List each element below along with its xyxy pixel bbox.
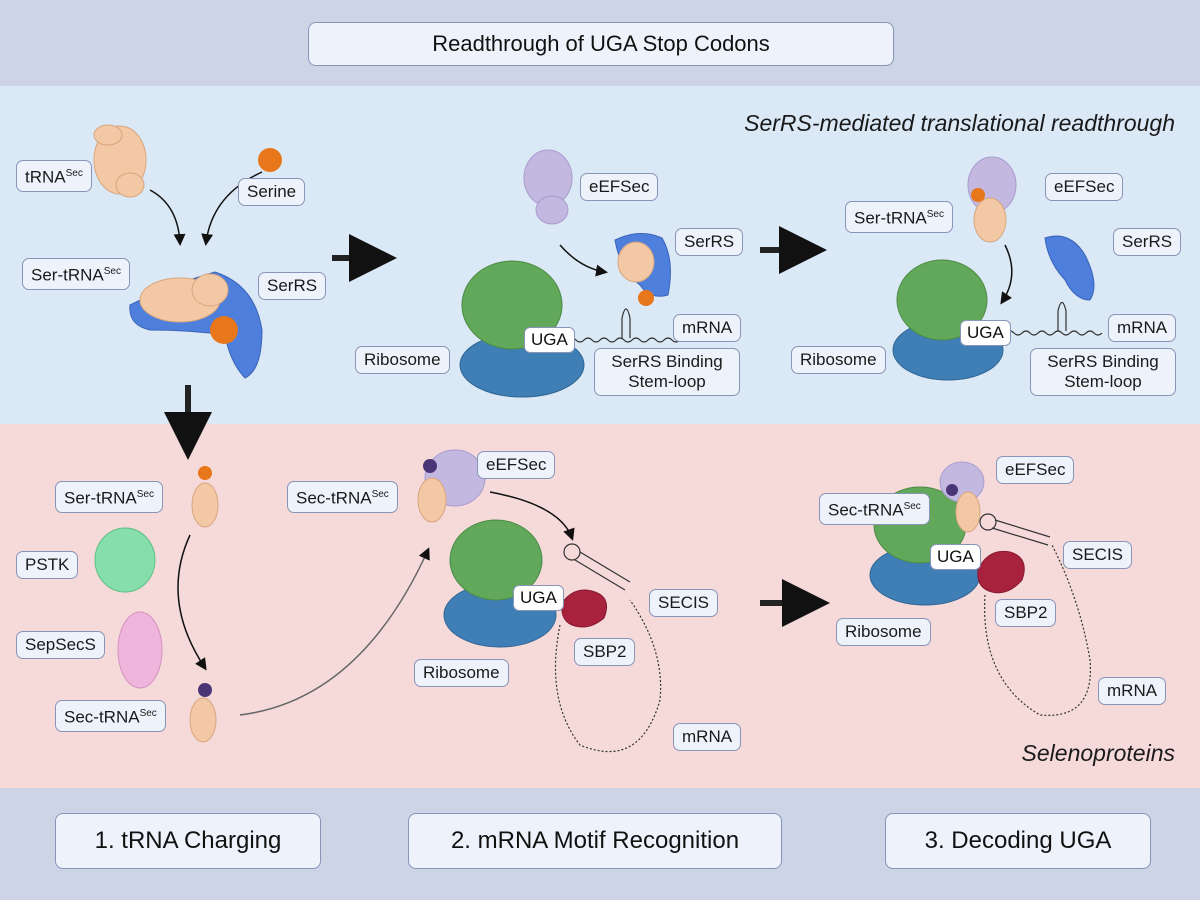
label-ribosome-1: Ribosome <box>355 346 450 374</box>
sbp2-molecule-2 <box>977 550 1025 594</box>
label-serrs-3: SerRS <box>1113 228 1182 256</box>
label-eefsec-3: eEFSec <box>477 451 556 479</box>
label-eefsec-2: eEFSec <box>1045 173 1124 201</box>
pstk-molecule <box>94 527 156 593</box>
sbp2-molecule-1 <box>561 589 607 628</box>
arrow-trna-to-ribosome <box>1000 244 1013 305</box>
ser-trna-molecule <box>191 466 219 528</box>
label-ser-trna-sec-3: Ser-tRNASec <box>55 481 163 513</box>
serrs-section-title: SerRS-mediated translational readthrough <box>744 110 1175 136</box>
label-stem-loop-2: SerRS Binding Stem-loop <box>1030 348 1176 396</box>
label-uga-2: UGA <box>960 320 1011 346</box>
label-eefsec-4: eEFSec <box>996 456 1075 484</box>
ser-trna-serrs-bound-1 <box>614 233 671 306</box>
label-sec-trna-sec-2: Sec-tRNASec <box>287 481 398 513</box>
secis-mrna-loop-1 <box>554 543 662 753</box>
label-ribosome-2: Ribosome <box>791 346 886 374</box>
serine-molecule <box>258 148 282 172</box>
label-ribosome-4: Ribosome <box>836 618 931 646</box>
arrow-to-ribosome-3 <box>489 491 575 541</box>
label-ser-trna-sec-2: Ser-tRNASec <box>845 201 953 233</box>
label-stem-loop-1: SerRS Binding Stem-loop <box>594 348 740 396</box>
label-sbp2-1: SBP2 <box>574 638 636 666</box>
selenoprotein-section-title: Selenoproteins <box>1021 740 1175 766</box>
sec-trna-molecule <box>189 683 217 743</box>
arrow-ser-to-sec <box>177 534 207 671</box>
eefsec-ser-trna-complex <box>967 156 1017 243</box>
arrow-sec-trna-to-eefsec <box>239 547 430 716</box>
label-serrs-2: SerRS <box>675 228 744 256</box>
sepsecs-molecule <box>117 611 163 689</box>
label-sec-trna-sec-1: Sec-tRNASec <box>55 700 166 732</box>
eefsec-molecule-1 <box>523 149 573 225</box>
arrow-trna-to-complex <box>149 189 186 246</box>
label-ribosome-3: Ribosome <box>414 659 509 687</box>
label-mrna-3: mRNA <box>673 723 742 751</box>
eefsec-sec-trna-bound <box>939 461 985 533</box>
label-uga-3: UGA <box>513 585 564 611</box>
serrs-free <box>1044 235 1095 301</box>
label-sec-trna-sec-3: Sec-tRNASec <box>819 493 930 525</box>
trna-sec-molecule <box>93 124 147 198</box>
label-serrs-1: SerRS <box>258 272 327 300</box>
mrna-strand-1 <box>567 308 681 343</box>
label-serine: Serine <box>238 178 306 206</box>
secis-mrna-loop-2 <box>979 513 1092 716</box>
page-title: Readthrough of UGA Stop Codons <box>308 22 894 66</box>
label-sbp2-2: SBP2 <box>995 599 1057 627</box>
label-secis-2: SECIS <box>1063 541 1133 569</box>
label-mrna-4: mRNA <box>1098 677 1167 705</box>
arrow-eefsec-in <box>559 244 608 277</box>
label-uga-4: UGA <box>930 544 981 570</box>
label-mrna-2: mRNA <box>1108 314 1177 342</box>
label-trna-sec: tRNASec <box>16 160 92 192</box>
label-pstk: PSTK <box>16 551 79 579</box>
ribosome-3 <box>443 519 557 648</box>
label-ser-trna-sec-1: Ser-tRNASec <box>22 258 130 290</box>
arrow-serine-to-complex <box>201 171 263 246</box>
label-sepsecs: SepSecS <box>16 631 105 659</box>
step-3-box: 3. Decoding UGA <box>885 813 1151 869</box>
label-uga-1: UGA <box>524 327 575 353</box>
label-eefsec-1: eEFSec <box>580 173 659 201</box>
eefsec-sec-trna-complex <box>417 449 486 523</box>
label-mrna-1: mRNA <box>673 314 742 342</box>
label-secis-1: SECIS <box>649 589 719 617</box>
step-2-box: 2. mRNA Motif Recognition <box>408 813 782 869</box>
ser-trna-serrs-complex <box>129 271 263 379</box>
step-1-box: 1. tRNA Charging <box>55 813 321 869</box>
